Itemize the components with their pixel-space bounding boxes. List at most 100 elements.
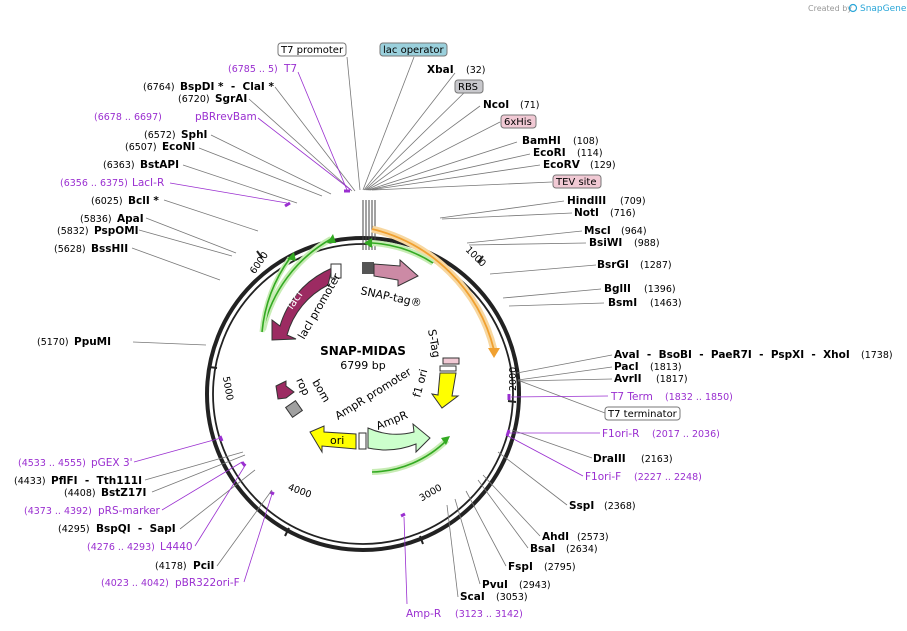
laci-arrow — [271, 267, 333, 341]
enzyme-bsshii-pos: (5628) — [54, 244, 86, 255]
enzyme-pspomi-pos: (5832) — [57, 226, 89, 237]
enzyme-bcli-pos: (6025) — [91, 196, 123, 207]
primer-amp-r-range: (3123 .. 3142) — [455, 609, 523, 620]
enzyme-bsiwi-pos: (988) — [634, 238, 660, 249]
enzyme-msci-pos: (964) — [621, 226, 647, 237]
green-arrows — [259, 234, 450, 475]
orf-arrow — [371, 228, 495, 351]
enzyme-ncoi-pos: (71) — [520, 100, 540, 111]
enzyme-bsmi: BsmI — [608, 297, 637, 309]
feature-ori: ori — [330, 434, 344, 447]
feature-snap-tag: SNAP-tag® — [359, 284, 422, 310]
feature-rop: rop — [293, 376, 312, 398]
enzyme-sgrai-pos: (6720) — [178, 94, 210, 105]
tick-1000: 1000 — [463, 245, 488, 270]
enzyme-bsrgi: BsrGI — [597, 259, 629, 271]
enzyme-pflfi-tth111i: PflFI - Tth111I — [51, 475, 142, 487]
enzyme-ppumi: PpuMI — [74, 336, 111, 348]
green-arrow-head-icon — [364, 238, 372, 248]
enzyme-pvui: PvuI — [482, 579, 508, 591]
enzyme-sphi: SphI — [181, 129, 207, 141]
branding-prefix: Created by — [808, 4, 852, 13]
tick-5000: 5000 — [220, 376, 235, 402]
primer-l4440-range: (4276 .. 4293) — [87, 542, 155, 553]
feature-f1-ori: f1 ori — [410, 368, 430, 399]
enzyme-bglii: BglII — [604, 283, 631, 295]
enzyme-pcii-pos: (4178) — [155, 561, 187, 572]
enzyme-bsmi-pos: (1463) — [650, 298, 682, 309]
enzyme-bsiwi: BsiWI — [589, 237, 622, 249]
tick-4000: 4000 — [286, 482, 312, 501]
enzyme-ecorv: EcoRV — [543, 159, 581, 171]
primer-f1ori-f: F1ori-F — [585, 471, 621, 483]
boxed-feature-labels: T7 promoter lac operator RBS 6xHis TEV s… — [277, 42, 681, 421]
rop-arrow — [275, 380, 295, 400]
enzyme-avai-group-pos: (1738) — [861, 350, 893, 361]
primer-laci-r: LacI-R — [132, 177, 164, 189]
enzyme-avrii-pos: (1817) — [656, 374, 688, 385]
enzyme-scai-pos: (3053) — [496, 592, 528, 603]
enzyme-draiii-pos: (2163) — [641, 454, 673, 465]
plasmid-name: SNAP-MIDAS — [320, 344, 406, 358]
enzyme-bstapi: BstAPI — [140, 159, 179, 171]
f1-ori-arrow — [430, 372, 460, 409]
laci-promoter-box — [330, 263, 342, 279]
ampr-arrow — [367, 422, 431, 454]
enzyme-bspdi-pos: (6764) — [143, 82, 175, 93]
enzyme-noti: NotI — [574, 207, 599, 219]
primer-labels: (6785 .. 5) T7 (6678 .. 6697) pBRrevBam … — [18, 63, 733, 620]
enzyme-paci-pos: (1813) — [650, 362, 682, 373]
primer-pbr322ori-f-range: (4023 .. 4042) — [101, 578, 169, 589]
box-tev-site: TEV site — [555, 177, 597, 188]
enzyme-pspomi: PspOMI — [94, 225, 139, 237]
primer-pbrrevbam-range: (6678 .. 6697) — [94, 112, 162, 123]
primer-f1ori-f-range: (2227 .. 2248) — [634, 472, 702, 483]
enzyme-bspqi-sapi: BspQI - SapI — [96, 523, 176, 535]
enzyme-bglii-pos: (1396) — [644, 284, 676, 295]
enzyme-hindiii: HindIII — [567, 195, 606, 207]
enzyme-msci: MscI — [584, 225, 611, 237]
orf-arrow-head-icon — [488, 348, 500, 358]
primer-l4440: L4440 — [160, 541, 193, 553]
enzyme-avai-group: AvaI - BsoBI - PaeR7I - PspXI - XhoI — [614, 349, 850, 361]
feature-s-tag: S-Tag — [425, 328, 443, 358]
enzyme-xbai: XbaI — [427, 64, 454, 76]
enzyme-noti-pos: (716) — [610, 208, 636, 219]
enzyme-paci: PacI — [614, 361, 639, 373]
primer-t7: T7 — [283, 63, 297, 75]
enzyme-econi: EcoNI — [162, 141, 195, 153]
enzyme-sspi: SspI — [569, 500, 594, 512]
enzyme-bamhi-pos: (108) — [573, 136, 599, 147]
enzyme-bamhi: BamHI — [522, 135, 561, 147]
primer-t7-term: T7 Term — [610, 391, 653, 403]
enzyme-sspi-pos: (2368) — [604, 501, 636, 512]
primer-t7-range: (6785 .. 5) — [228, 64, 278, 75]
enzyme-ncoi: NcoI — [483, 99, 509, 111]
enzyme-bstapi-pos: (6363) — [103, 160, 135, 171]
enzyme-bsai-pos: (2634) — [566, 544, 598, 555]
enzyme-bstz17i: BstZ17I — [101, 487, 146, 499]
enzyme-ahdi: AhdI — [542, 531, 569, 543]
enzyme-bspqi-pos: (4295) — [58, 524, 90, 535]
enzyme-bsai: BsaI — [530, 543, 555, 555]
enzyme-bspdi-clai: BspDI * - ClaI * — [180, 81, 274, 93]
box-t7-terminator: T7 terminator — [607, 409, 678, 420]
primer-leader-lines — [133, 71, 609, 605]
primer-prs-marker-range: (4373 .. 4392) — [24, 506, 92, 517]
enzyme-fspi-pos: (2795) — [544, 562, 576, 573]
enzyme-apai: ApaI — [117, 213, 144, 225]
branding-product: SnapGene — [860, 4, 907, 14]
primer-laci-r-range: (6356 .. 6375) — [60, 178, 128, 189]
enzyme-ppumi-pos: (5170) — [37, 337, 69, 348]
primer-f1ori-r: F1ori-R — [602, 428, 639, 440]
enzyme-bstz17i-pos: (4408) — [64, 488, 96, 499]
primer-pgex3: pGEX 3' — [91, 457, 133, 469]
enzyme-avrii: AvrII — [614, 373, 642, 385]
snap-tag-cluster — [362, 262, 374, 274]
enzyme-bsshii: BssHII — [91, 243, 128, 255]
enzyme-bsrgi-pos: (1287) — [640, 260, 672, 271]
bom-box — [284, 399, 304, 419]
snapgene-logo-icon — [848, 3, 858, 13]
snap-tag-arrow — [373, 258, 419, 287]
plasmid-size: 6799 bp — [340, 359, 385, 372]
